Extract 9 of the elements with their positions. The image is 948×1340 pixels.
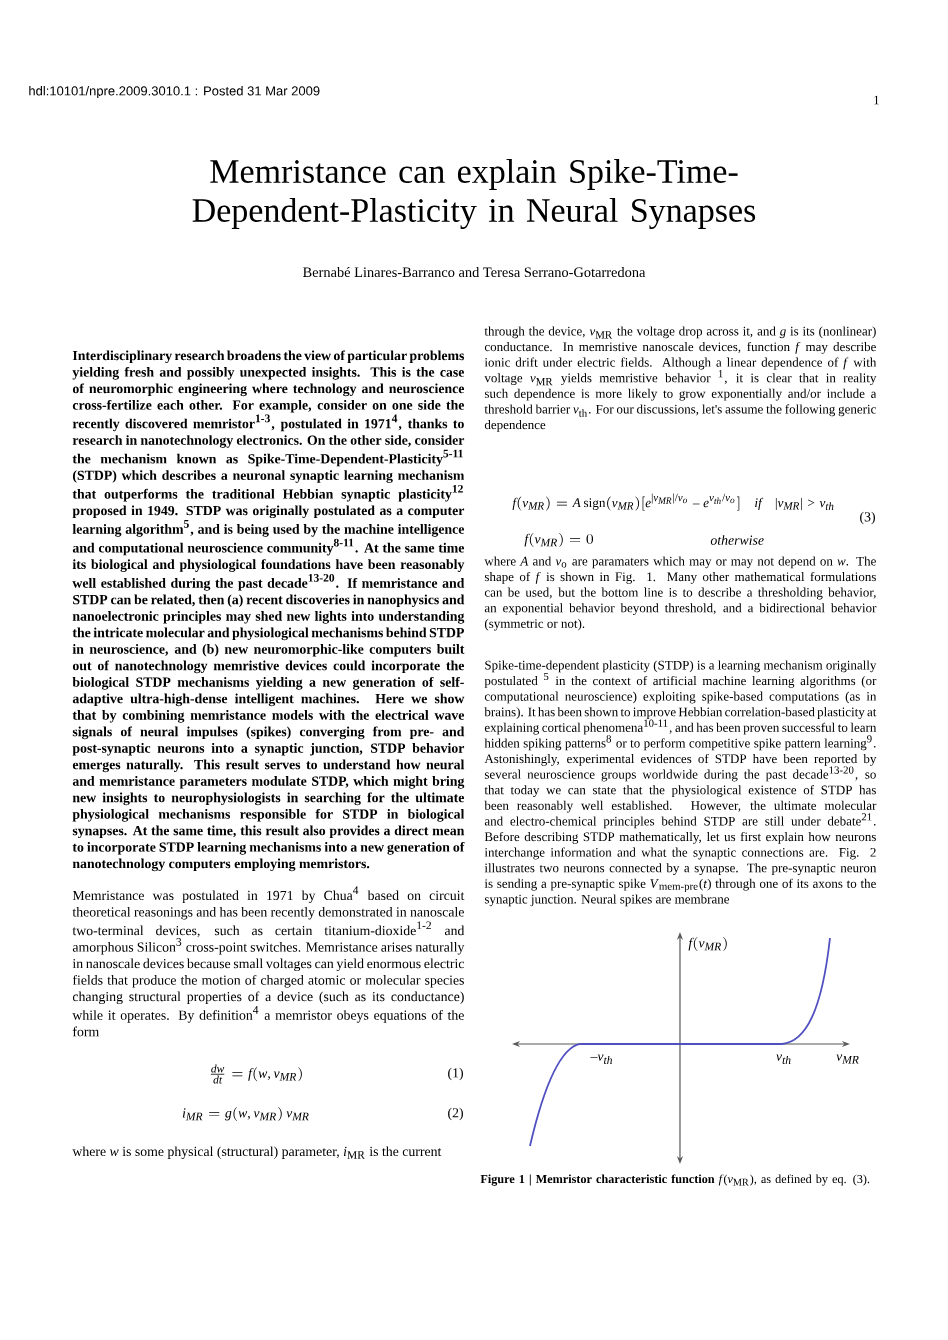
equation: $\frac{dw}{dt} = f(w, v_{MR})$ (210, 1064, 302, 1084)
axis-label: $v_{MR}$ (836, 1054, 859, 1064)
equation: $f(v_{MR}) = 0$ (524, 533, 594, 547)
axis-label: $v_{th}$ (776, 1054, 791, 1064)
axis-label: $-v_{th}$ (590, 1054, 612, 1064)
title: Memristance can explain Spike-Time-Dependent-Plasticity in Neural Synapses (192, 159, 756, 229)
axis-label: $f(v_{MR})$ (688, 937, 727, 951)
equation: $f(v_{MR}) = A\,\mathrm{sign}(v_{MR})[e^{|v_{MR}|/v_o} - e^{v_{th}/v_o}] \quad \mathit{if} \quad |v_{MR}| > v_{th}$ (512, 493, 834, 511)
equation: $i_{MR} = g(w, v_{MR})\, v_{MR}$ (182, 1107, 309, 1121)
